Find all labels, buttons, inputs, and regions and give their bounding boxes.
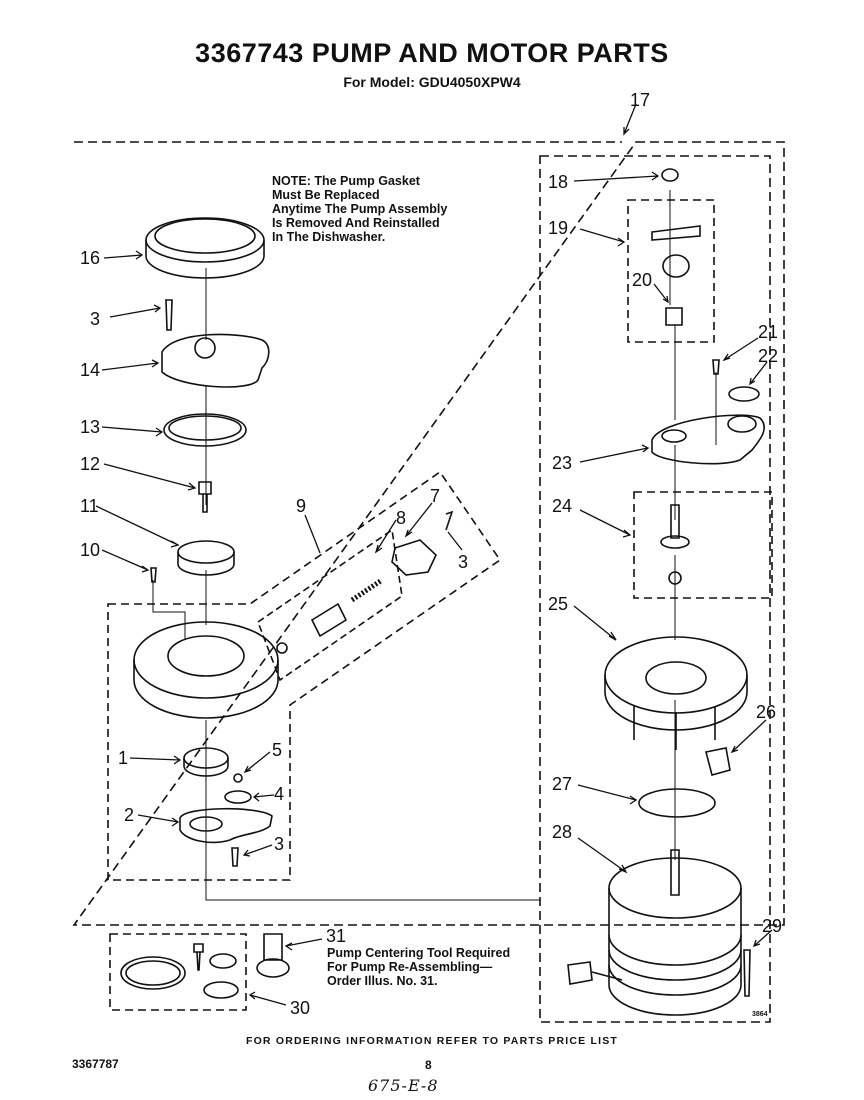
- callout-16: 16: [80, 248, 100, 268]
- callout-2: 2: [124, 805, 134, 825]
- callout-3a: 3: [90, 309, 100, 329]
- part-14-cover: [161, 333, 270, 388]
- assembly-boundary: [72, 141, 785, 926]
- part-16-gasket: [145, 217, 265, 263]
- callout-30: 30: [290, 998, 310, 1018]
- part-27-disc: [638, 788, 716, 818]
- callout-19: 19: [548, 218, 568, 238]
- callout-14: 14: [80, 360, 100, 380]
- callout-7: 7: [430, 486, 440, 506]
- centerline-screw: [152, 580, 186, 640]
- part-8-valve: [310, 602, 348, 638]
- callout-5: 5: [272, 740, 282, 760]
- callout-8: 8: [396, 508, 406, 528]
- pump-housing: [133, 621, 279, 699]
- callout-1: 1: [118, 748, 128, 768]
- tool-note-line: Order Illus. No. 31.: [327, 974, 438, 988]
- callout-13: 13: [80, 417, 100, 437]
- part-26-clip: [705, 747, 731, 776]
- centerline-right: [669, 190, 676, 860]
- callout-31: 31: [326, 926, 346, 946]
- part-2-base: [179, 807, 273, 844]
- part-13-ring: [163, 413, 247, 447]
- drawing-code: 3864: [752, 1011, 768, 1018]
- note-line: Anytime The Pump Assembly: [272, 202, 448, 216]
- note-line: Is Removed And Reinstalled: [272, 216, 440, 230]
- document-number: 3367787: [72, 1057, 119, 1071]
- callout-24: 24: [552, 496, 572, 516]
- note-line: Must Be Replaced: [272, 188, 380, 202]
- callout-12: 12: [80, 454, 100, 474]
- motor-boundary: [539, 155, 771, 1023]
- box-30: [109, 933, 247, 1011]
- callout-22: 22: [758, 346, 778, 366]
- note-line: NOTE: The Pump Gasket: [272, 174, 420, 188]
- tool-note-line: For Pump Re-Assembling—: [327, 960, 493, 974]
- part-28-motor: [608, 857, 742, 919]
- part-20-bushing: [665, 307, 683, 326]
- callout-27: 27: [552, 774, 572, 794]
- ordering-footer: FOR ORDERING INFORMATION REFER TO PARTS …: [245, 1035, 619, 1047]
- part-18-nut: [661, 168, 679, 182]
- part-19-seal: [651, 225, 701, 241]
- note-line: In The Dishwasher.: [272, 230, 386, 244]
- part-24-shaft: [670, 504, 680, 539]
- callout-18: 18: [548, 172, 568, 192]
- callout-4: 4: [274, 784, 284, 804]
- centerline-left: [205, 268, 540, 901]
- callout-28: 28: [552, 822, 572, 842]
- part-30-ring: [120, 956, 186, 990]
- callout-17: 17: [630, 90, 650, 110]
- centering-tool-note: Pump Centering Tool Required For Pump Re…: [327, 946, 510, 988]
- part-23-plate: [651, 414, 765, 465]
- box-8: [257, 528, 403, 682]
- callout-23: 23: [552, 453, 572, 473]
- page-number: 8: [425, 1058, 432, 1072]
- part-7-cap: [391, 539, 437, 576]
- callout-11: 11: [80, 496, 99, 516]
- callout-20: 20: [632, 270, 652, 290]
- box-19: [627, 199, 715, 343]
- callout-10: 10: [80, 540, 100, 560]
- model-subtitle: For Model: GDU4050XPW4: [343, 74, 521, 90]
- callout-3c: 3: [274, 834, 284, 854]
- callout-29: 29: [762, 916, 782, 936]
- part-25-mount: [604, 636, 748, 714]
- callout-25: 25: [548, 594, 568, 614]
- gasket-note: NOTE: The Pump Gasket Must Be Replaced A…: [272, 174, 447, 244]
- pump-box: [107, 470, 502, 881]
- callout-21: 21: [758, 322, 778, 342]
- callout-3b: 3: [458, 552, 468, 572]
- handwritten-mark: 675-E-8: [368, 1076, 439, 1095]
- tool-note-line: Pump Centering Tool Required: [327, 946, 511, 960]
- part-31-tool: [263, 933, 283, 961]
- part-11-impeller: [177, 540, 235, 564]
- box-24: [633, 491, 773, 599]
- callout-26: 26: [756, 702, 776, 722]
- callout-9: 9: [296, 496, 306, 516]
- page-title: 3367743 PUMP AND MOTOR PARTS: [195, 38, 669, 68]
